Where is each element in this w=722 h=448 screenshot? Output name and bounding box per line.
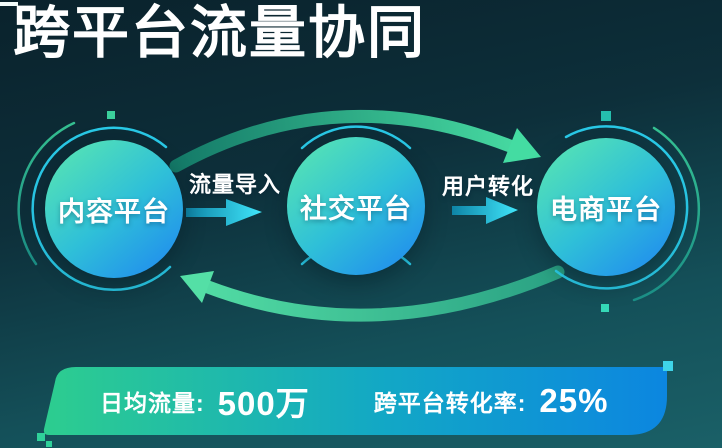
node-outer-arc-content <box>17 121 76 266</box>
stat-conversion-value: 25% <box>539 382 609 419</box>
title-tick <box>0 2 18 6</box>
stat-daily-traffic-label: 日均流量: <box>100 390 205 416</box>
node-ring-arc-ecommerce <box>554 125 689 290</box>
node-social-platform: 社交平台 <box>287 137 425 275</box>
node-label: 电商平台 <box>550 194 662 225</box>
page-title: 跨平台流量协同 <box>13 1 426 65</box>
node-ecommerce-platform: 电商平台 <box>537 138 675 276</box>
node-ring-arc-social-top <box>300 125 412 150</box>
flow-label-traffic-import: 流量导入 <box>188 172 281 197</box>
decor-square <box>601 111 611 121</box>
node-content-platform: 内容平台 <box>45 140 183 278</box>
stats-bar-content: 日均流量: 500万 跨平台转化率: 25% <box>100 369 660 433</box>
flow-arrow-icon <box>186 199 262 226</box>
stats-bar <box>43 367 668 435</box>
stat-conversion-label: 跨平台转化率: <box>373 390 527 416</box>
stats-bar-handle-square <box>663 361 673 371</box>
stats-bar-handle-square <box>37 433 45 441</box>
cycle-arrow-forward <box>169 109 517 173</box>
flow-arrow-icon <box>452 197 518 224</box>
cycle-arrow-return-head-icon <box>180 271 214 303</box>
flow-label-user-conversion: 用户转化 <box>441 174 534 199</box>
node-label: 内容平台 <box>58 196 170 227</box>
stats-bar-handle-square <box>46 441 52 447</box>
decor-square <box>107 111 115 119</box>
cycle-arrow-return <box>201 265 565 322</box>
node-ring-arc-content <box>31 126 172 292</box>
decor-square <box>601 304 609 312</box>
cycle-arrow-forward-head-icon <box>503 128 541 163</box>
node-outer-arc-ecommerce <box>632 126 701 302</box>
stat-daily-traffic-value: 500万 <box>217 385 310 422</box>
node-label: 社交平台 <box>300 193 412 224</box>
